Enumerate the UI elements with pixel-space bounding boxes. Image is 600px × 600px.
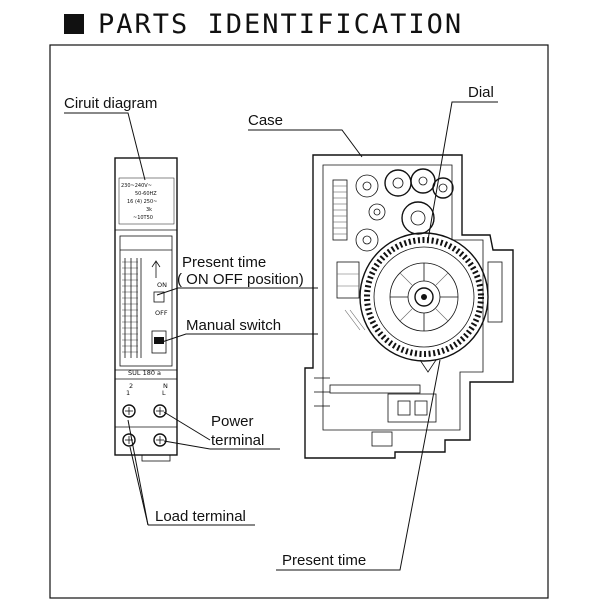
label-load-terminal: Load terminal bbox=[155, 508, 246, 525]
time-scale-ticks bbox=[122, 258, 142, 358]
label-power-terminal-line2: terminal bbox=[211, 432, 264, 449]
leader-lines bbox=[64, 101, 498, 571]
up-arrow-icon bbox=[151, 260, 161, 278]
terminal-screws bbox=[115, 404, 177, 447]
label-present-time: Present time bbox=[282, 552, 366, 569]
device-internal bbox=[304, 154, 514, 459]
case-inner-wall bbox=[322, 164, 484, 431]
page-title: PARTS IDENTIFICATION bbox=[98, 8, 464, 40]
device-front: 230~240V~ 50-60HZ 16 (4) 250~ 3k ~10T50 bbox=[114, 157, 178, 462]
terminal-label-n: N bbox=[163, 382, 168, 390]
dial-window bbox=[119, 235, 173, 367]
diagram-frame bbox=[49, 44, 549, 599]
spec-rating: 16 (4) 250~ bbox=[127, 199, 157, 205]
spec-load: 3k bbox=[146, 207, 152, 213]
terminal-label-2: 2 bbox=[129, 382, 133, 390]
terminal-label-l: L bbox=[162, 389, 166, 397]
label-present-time-on-off-line2: ( ON OFF position) bbox=[177, 271, 304, 288]
terminal-block bbox=[387, 393, 437, 423]
label-dial: Dial bbox=[468, 84, 494, 101]
label-power-terminal-line1: Power bbox=[211, 413, 254, 430]
label-present-time-on-off-line1: Present time bbox=[182, 254, 266, 271]
terminal-label-1: 1 bbox=[126, 389, 130, 397]
gear-train bbox=[355, 168, 454, 252]
device-foot bbox=[141, 454, 171, 462]
label-circuit-diagram: Ciruit diagram bbox=[64, 95, 157, 112]
heading-square-icon bbox=[64, 14, 84, 34]
model-label: SUL 180 a bbox=[128, 369, 161, 377]
label-manual-switch: Manual switch bbox=[186, 317, 281, 334]
page-heading: PARTS IDENTIFICATION bbox=[64, 6, 463, 42]
on-marker: ON bbox=[157, 281, 167, 289]
manual-switch-slot bbox=[151, 330, 167, 354]
off-marker: OFF bbox=[155, 309, 168, 317]
dial-wheel bbox=[359, 232, 489, 362]
manual-switch-knob bbox=[154, 337, 164, 344]
spec-frequency: 50-60HZ bbox=[135, 191, 157, 197]
indicator-mark bbox=[153, 291, 165, 303]
spec-code: ~10T50 bbox=[133, 215, 153, 221]
label-case: Case bbox=[248, 112, 283, 129]
case-outline bbox=[304, 154, 514, 459]
spec-voltage: 230~240V~ bbox=[121, 183, 152, 189]
